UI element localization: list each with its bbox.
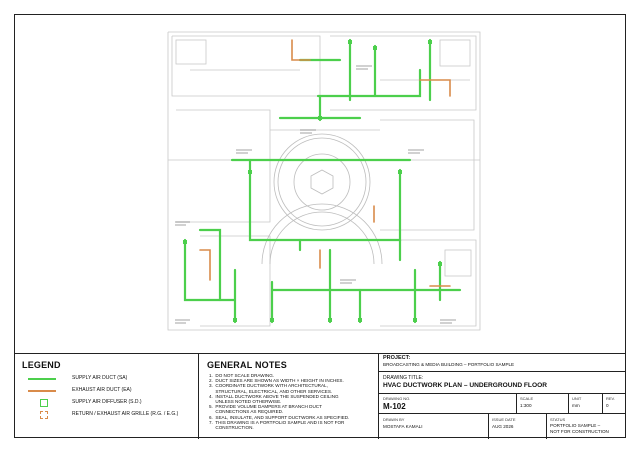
supply-diffusers	[183, 40, 442, 322]
central-rotunda	[261, 133, 383, 265]
drawing-title: HVAC DUCTWORK PLAN – UNDERGROUND FLOOR	[383, 382, 547, 389]
project-cell: PROJECT: BROADCASTING & MEDIA BUILDING –…	[379, 354, 626, 372]
duct-size-tags	[175, 65, 456, 324]
drawing-title-cell: DRAWING TITLE: HVAC DUCTWORK PLAN – UNDE…	[379, 372, 626, 394]
note-line: 3. COORDINATE DUCTWORK WITH ARCHITECTURA…	[209, 383, 328, 389]
issue-date-label: ISSUE DATE	[492, 417, 516, 422]
status-line-2: NOT FOR CONSTRUCTION	[550, 429, 609, 434]
legend-panel: LEGEND SUPPLY AIR DUCT (SA) EXHAUST AIR …	[14, 354, 199, 439]
scale-label: SCALE	[520, 396, 534, 401]
supply-duct-symbol	[28, 378, 56, 380]
scale-cell: SCALE 1:300	[517, 394, 569, 414]
grille-icon	[40, 411, 48, 419]
note-line: 6. SEAL, INSULATE, AND SUPPORT DUCTWORK …	[209, 414, 350, 420]
revision-cell: REV. 0	[603, 394, 626, 414]
exhaust-air-ducts	[199, 39, 451, 287]
status-cell: STATUS PORTFOLIO SAMPLE – NOT FOR CONSTR…	[547, 414, 626, 439]
note-line: CONNECTIONS AS REQUIRED.	[209, 409, 284, 415]
legend-item-label: EXHAUST AIR DUCT (EA)	[72, 387, 132, 393]
issue-date-value: AUG 2026	[492, 424, 514, 429]
status-line-1: PORTFOLIO SAMPLE –	[550, 423, 601, 428]
general-notes-panel: GENERAL NOTES 1. DO NOT SCALE DRAWING. 2…	[199, 354, 379, 439]
revision-label: REV.	[606, 396, 615, 401]
drawing-border	[14, 14, 626, 438]
project-name: BROADCASTING & MEDIA BUILDING – PORTFOLI…	[383, 362, 515, 367]
note-line: 7. THIS DRAWING IS A PORTFOLIO SAMPLE AN…	[209, 419, 345, 425]
exhaust-duct-symbol	[28, 390, 56, 392]
revision-value: 0	[606, 403, 609, 408]
note-line: STRUCTURAL, ELECTRICAL, AND OTHER SERVIC…	[209, 388, 333, 394]
unit-cell: UNIT mm	[569, 394, 603, 414]
drawing-title-label: DRAWING TITLE:	[383, 375, 424, 381]
note-line: CONSTRUCTION.	[209, 425, 254, 431]
scale-value: 1:300	[520, 403, 532, 408]
unit-label: UNIT	[572, 396, 582, 401]
architectural-walls	[167, 31, 481, 331]
issue-date-cell: ISSUE DATE AUG 2026	[489, 414, 547, 439]
notes-list: 1. DO NOT SCALE DRAWING. 2. DUCT SIZES A…	[209, 373, 378, 430]
drawn-by-cell: DRAWN BY MOSTAFA KAMALI	[379, 414, 489, 439]
project-info-panel: PROJECT: BROADCASTING & MEDIA BUILDING –…	[379, 354, 626, 439]
diffuser-icon	[40, 399, 48, 407]
drawing-number-cell: DRAWING NO. M-102	[379, 394, 517, 414]
drawing-number: M-102	[383, 402, 406, 411]
note-line: 1. DO NOT SCALE DRAWING.	[209, 373, 275, 378]
note-line: 4. INSTALL DUCTWORK ABOVE THE SUSPENDED …	[209, 393, 339, 399]
legend-item-diffuser: SUPPLY AIR DIFFUSER (S.D.)	[20, 398, 195, 408]
status-label: STATUS	[550, 417, 566, 422]
legend-item-label: SUPPLY AIR DUCT (SA)	[72, 375, 128, 381]
legend-title: LEGEND	[22, 360, 61, 370]
note-line: 2. DUCT SIZES ARE SHOWN AS WIDTH × HEIGH…	[209, 378, 344, 384]
legend-item-exhaust-duct: EXHAUST AIR DUCT (EA)	[20, 386, 195, 396]
legend-item-supply-duct: SUPPLY AIR DUCT (SA)	[20, 374, 195, 384]
title-block: LEGEND SUPPLY AIR DUCT (SA) EXHAUST AIR …	[14, 353, 626, 439]
legend-item-grille: RETURN / EXHAUST AIR GRILLE (R.G. / E.G.…	[20, 410, 195, 420]
note-line: UNLESS NOTED OTHERWISE.	[209, 399, 282, 405]
floor-plan-drawing	[167, 31, 481, 331]
supply-air-ducts	[183, 38, 462, 324]
drawn-by-value: MOSTAFA KAMALI	[383, 424, 423, 429]
legend-item-label: SUPPLY AIR DIFFUSER (S.D.)	[72, 399, 142, 405]
drawn-by-label: DRAWN BY	[383, 417, 405, 422]
unit-value: mm	[572, 403, 580, 408]
drawing-number-label: DRAWING NO.	[383, 396, 411, 401]
notes-title: GENERAL NOTES	[207, 360, 287, 370]
legend-item-label: RETURN / EXHAUST AIR GRILLE (R.G. / E.G.…	[72, 411, 179, 417]
project-label: PROJECT:	[383, 355, 411, 361]
note-line: 5. PROVIDE VOLUME DAMPERS AT BRANCH DUCT	[209, 404, 322, 410]
